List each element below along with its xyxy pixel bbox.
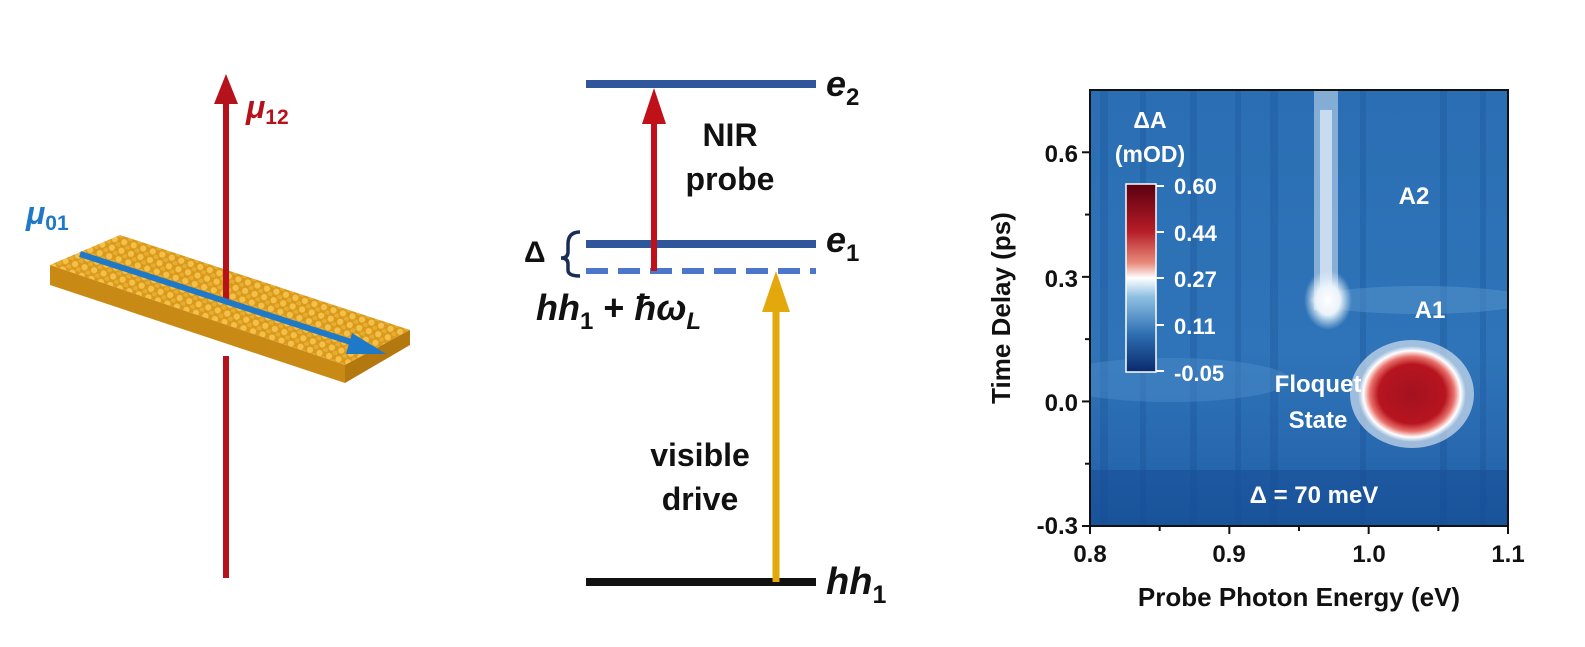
- x-tick-label-2: 1.0: [1352, 541, 1385, 568]
- heatmap-area: [1090, 90, 1508, 526]
- probe-arrowhead: [642, 88, 666, 124]
- colorbar-gradient: [1125, 183, 1157, 373]
- x-axis-label: Probe Photon Energy (eV): [1138, 582, 1460, 612]
- mu01-label: μ01: [25, 195, 69, 235]
- mu12-label: μ12: [245, 89, 289, 129]
- panel-a-crystal-diagram: μ12 μ01: [25, 74, 410, 578]
- crystal-slab: [50, 235, 410, 383]
- mu01-arrowhead: [346, 333, 386, 354]
- panel-c-heatmap: 0.8 0.9 1.0 1.1 0.6 0.3 0.0 -0.3 Probe P…: [986, 89, 1525, 612]
- y-tick-label-2: 0.0: [1045, 390, 1078, 417]
- delta-bracket: [560, 230, 581, 278]
- annotation-a2: A2: [1399, 183, 1430, 210]
- colorbar-tick-2: 0.27: [1174, 267, 1217, 292]
- feature-floquet-state: [1350, 340, 1474, 448]
- colorbar: ΔA (mOD) 0.60 0.44 0.27 0.11 -0.05: [1115, 107, 1224, 386]
- delta-label: Δ: [524, 236, 546, 269]
- e1-label: e1: [826, 219, 859, 267]
- annotation-floquet-line1: Floquet: [1275, 371, 1362, 398]
- y-axis-label: Time Delay (ps): [986, 212, 1016, 404]
- colorbar-title-line2: (mOD): [1115, 141, 1185, 167]
- y-tick-label-0: 0.6: [1045, 141, 1078, 168]
- x-tick-label-3: 1.1: [1491, 541, 1524, 568]
- virtual-level-label: hh1 + ħωL: [536, 287, 701, 335]
- colorbar-tick-4: -0.05: [1174, 361, 1224, 386]
- axis-ticks: [1082, 151, 1509, 534]
- colorbar-tick-1: 0.44: [1174, 221, 1218, 246]
- x-tick-label-0: 0.8: [1073, 541, 1106, 568]
- probe-label-line1: NIR: [702, 117, 757, 153]
- panel-b-energy-diagram: Δ e2 e1 hh1 hh1 + ħωL NIR probe visible …: [524, 63, 886, 609]
- colorbar-title-line1: ΔA: [1133, 107, 1166, 133]
- x-tick-label-1: 0.9: [1212, 541, 1245, 568]
- drive-label-line2: drive: [662, 481, 738, 517]
- colorbar-tick-0: 0.60: [1174, 174, 1217, 199]
- feature-a2: [1304, 90, 1352, 330]
- drive-arrowhead: [762, 271, 790, 312]
- drive-label-line1: visible: [650, 437, 750, 473]
- y-tick-label-1: 0.3: [1045, 266, 1078, 293]
- y-tick-label-3: -0.3: [1037, 513, 1078, 540]
- annotation-delta-value: Δ = 70 meV: [1250, 482, 1379, 509]
- heatmap-background: [1090, 90, 1508, 526]
- annotation-a1: A1: [1415, 297, 1446, 324]
- e2-label: e2: [826, 63, 859, 111]
- probe-label-line2: probe: [686, 161, 775, 197]
- mu01-arrow: [79, 251, 361, 348]
- mu12-arrowhead: [214, 74, 238, 104]
- annotation-floquet-line2: State: [1289, 407, 1348, 434]
- colorbar-tick-3: 0.11: [1174, 314, 1216, 339]
- hh1-label: hh1: [826, 561, 886, 609]
